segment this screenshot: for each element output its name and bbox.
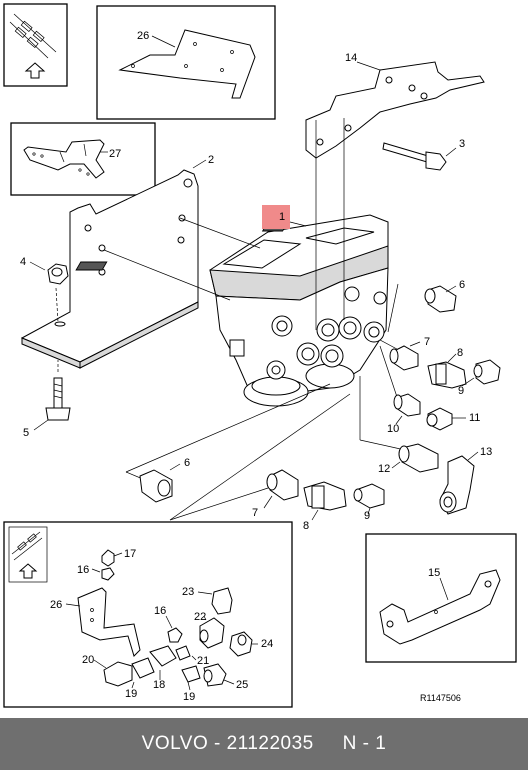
callout-26: 26	[137, 30, 149, 42]
callout-26-detail: 26	[50, 599, 62, 611]
bolt-5: 5	[23, 360, 71, 439]
fitting-9-left: 9	[353, 483, 385, 522]
bracket-27-box: 27	[10, 122, 156, 196]
callout-5: 5	[23, 427, 29, 439]
detail-box-bottom: 17 16 26 23 16 22 24 20	[3, 521, 293, 708]
callout-9-right: 9	[458, 385, 464, 397]
fitting-6-left: 6	[139, 457, 190, 503]
callout-16-mid: 16	[154, 605, 166, 617]
callout-15: 15	[428, 567, 440, 579]
fitting-8-left: 8	[303, 481, 347, 532]
footer-bar: VOLVO - 21122035 N - 1	[0, 718, 528, 770]
fitting-9-right: 9	[458, 359, 501, 397]
footer-position: N - 1	[342, 733, 387, 754]
parts-sketch-icon-bottom	[8, 526, 48, 583]
callout-23: 23	[182, 586, 194, 598]
footer-sep-1: -	[208, 733, 227, 754]
callout-3: 3	[459, 138, 465, 150]
valve-body-1: 1	[75, 205, 389, 407]
reference-code: R1147506	[420, 693, 461, 703]
callout-13: 13	[480, 446, 492, 458]
callout-21: 21	[197, 655, 209, 667]
callout-8-right: 8	[457, 347, 463, 359]
fitting-7-left: 7	[252, 469, 299, 519]
callout-7-left: 7	[252, 507, 258, 519]
callout-6-left: 6	[184, 457, 190, 469]
arrow-up-icon	[24, 62, 46, 79]
callout-1: 1	[279, 211, 285, 223]
fitting-11: 11	[426, 407, 480, 431]
callout-24: 24	[261, 638, 273, 650]
footer-brand: VOLVO	[141, 733, 209, 754]
bracket-15-box: 15	[365, 533, 517, 663]
callout-20: 20	[82, 654, 94, 666]
callout-7-right: 7	[424, 336, 430, 348]
callout-9-left: 9	[364, 510, 370, 522]
callout-11: 11	[469, 412, 480, 424]
callout-14: 14	[345, 52, 357, 64]
callout-22: 22	[194, 611, 206, 623]
parts-diagram: 26 27 2 4	[3, 3, 517, 708]
callout-6-right: 6	[459, 279, 465, 291]
callout-27: 27	[109, 148, 121, 160]
callout-12: 12	[378, 463, 390, 475]
fitting-8-right: 8	[427, 347, 467, 389]
callout-2: 2	[208, 154, 214, 166]
footer-part-number: 21122035	[226, 733, 314, 754]
fitting-12: 12	[378, 443, 439, 475]
elbow-13: 13	[439, 446, 492, 515]
callout-8-left: 8	[303, 520, 309, 532]
callout-18: 18	[153, 679, 165, 691]
parts-sketch-icon	[9, 13, 57, 59]
callout-16-top: 16	[77, 564, 89, 576]
bracket-2: 2	[20, 154, 214, 369]
callout-1-highlight	[262, 205, 290, 229]
callout-19-right: 19	[183, 691, 195, 703]
fitting-10: 10	[387, 393, 421, 435]
callout-4: 4	[20, 256, 26, 268]
bracket-26-box: 26	[96, 5, 276, 120]
callout-25: 25	[236, 679, 248, 691]
callout-17: 17	[124, 548, 136, 560]
nut-4: 4	[20, 256, 69, 323]
callout-19-left: 19	[125, 688, 137, 700]
bolt-3: 3	[382, 138, 465, 171]
orientation-box-top	[3, 3, 68, 87]
fitting-7-right: 7	[389, 336, 430, 371]
fitting-6-right: 6	[424, 279, 465, 313]
arrow-up-icon-bottom	[18, 563, 38, 579]
callout-10: 10	[387, 423, 399, 435]
bracket-14: 14	[305, 52, 485, 159]
footer-gap	[314, 733, 343, 755]
leader-lines	[103, 118, 411, 521]
